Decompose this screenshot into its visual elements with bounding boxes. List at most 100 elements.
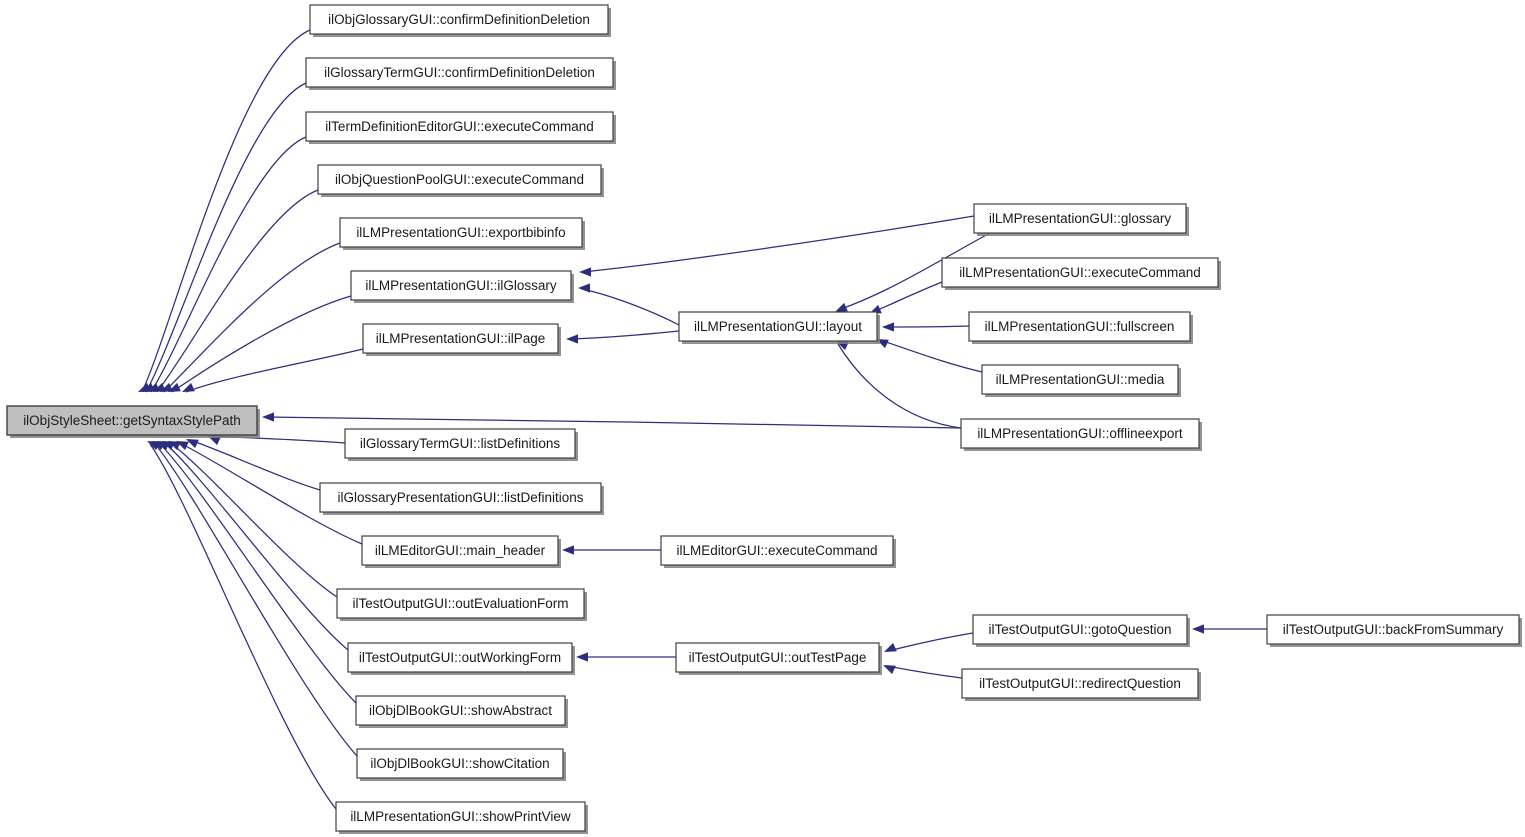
graph-node[interactable]: ilLMPresentationGUI::exportbibinfo: [339, 217, 585, 250]
edge-line: [582, 215, 975, 273]
node-box[interactable]: [961, 668, 1199, 699]
node-box[interactable]: [356, 748, 564, 779]
node-box[interactable]: [361, 535, 559, 566]
node-label: ilLMPresentationGUI::offlineexport: [977, 426, 1183, 441]
node-box[interactable]: [678, 311, 878, 342]
graph-node[interactable]: ilObjDlBookGUI::showAbstract: [355, 695, 568, 728]
node-box[interactable]: [362, 323, 559, 354]
edge-arrowhead: [562, 545, 574, 555]
edge-line: [837, 232, 991, 311]
node-box[interactable]: [981, 364, 1179, 395]
node-label: ilLMPresentationGUI::ilGlossary: [365, 278, 557, 293]
graph-edge: [262, 412, 962, 429]
node-box[interactable]: [660, 535, 894, 566]
edge-line: [872, 281, 943, 313]
graph-node[interactable]: ilTestOutputGUI::outTestPage: [675, 642, 882, 675]
graph-edge: [566, 330, 680, 344]
node-box[interactable]: [960, 418, 1200, 449]
edge-arrowhead: [576, 652, 588, 662]
node-box[interactable]: [350, 270, 572, 301]
graph-edge: [182, 348, 364, 393]
edge-line: [171, 443, 338, 598]
edge-line: [171, 295, 352, 393]
node-box[interactable]: [335, 801, 586, 832]
graph-node[interactable]: ilObjGlossaryGUI::confirmDefinitionDelet…: [309, 4, 611, 37]
node-box-current[interactable]: [6, 405, 258, 436]
node-box[interactable]: [319, 482, 602, 513]
graph-node[interactable]: ilLMEditorGUI::main_header: [361, 535, 561, 568]
graph-node[interactable]: ilLMPresentationGUI::executeCommand: [941, 257, 1221, 290]
graph-edge: [883, 665, 963, 679]
node-label: ilLMPresentationGUI::ilPage: [376, 331, 546, 346]
graph-node[interactable]: ilObjStyleSheet::getSyntaxStylePath: [6, 405, 260, 438]
graph-node[interactable]: ilTestOutputGUI::redirectQuestion: [961, 668, 1201, 701]
graph-edge: [576, 652, 676, 662]
graph-edge: [836, 341, 962, 429]
graph-node[interactable]: ilLMPresentationGUI::layout: [678, 311, 880, 344]
graph-node[interactable]: ilTestOutputGUI::backFromSummary: [1266, 614, 1522, 647]
graph-node[interactable]: ilTestOutputGUI::outEvaluationForm: [336, 588, 587, 621]
graph-edge: [138, 29, 311, 393]
graph-node[interactable]: ilLMPresentationGUI::showPrintView: [335, 801, 588, 834]
graph-node[interactable]: ilLMEditorGUI::executeCommand: [660, 535, 896, 568]
node-box[interactable]: [347, 642, 573, 673]
graph-node[interactable]: ilObjDlBookGUI::showCitation: [356, 748, 566, 781]
edge-arrowhead: [262, 412, 274, 422]
graph-node[interactable]: ilGlossaryTermGUI::confirmDefinitionDele…: [305, 57, 616, 90]
node-label: ilTestOutputGUI::outTestPage: [689, 650, 867, 665]
node-box[interactable]: [968, 311, 1191, 342]
graph-node[interactable]: ilLMPresentationGUI::media: [981, 364, 1181, 397]
node-label: ilLMPresentationGUI::executeCommand: [959, 265, 1201, 280]
node-box[interactable]: [317, 164, 602, 195]
edge-arrowhead: [882, 322, 894, 332]
graph-node[interactable]: ilLMPresentationGUI::offlineexport: [960, 418, 1202, 451]
edge-arrowhead: [884, 642, 897, 652]
graph-node[interactable]: ilLMPresentationGUI::ilPage: [362, 323, 561, 356]
edge-line: [185, 348, 364, 393]
graph-edge: [153, 189, 319, 393]
edge-line: [581, 288, 680, 326]
edge-line: [189, 439, 321, 491]
graph-node[interactable]: ilGlossaryTermGUI::listDefinitions: [344, 428, 578, 461]
edge-arrowhead: [835, 302, 848, 312]
node-label: ilLMPresentationGUI::showPrintView: [350, 809, 571, 824]
node-box[interactable]: [675, 642, 880, 673]
node-box[interactable]: [941, 257, 1219, 288]
node-box[interactable]: [336, 588, 585, 619]
graph-node[interactable]: ilTestOutputGUI::outWorkingForm: [347, 642, 575, 675]
graph-edge: [869, 281, 943, 314]
node-box[interactable]: [972, 614, 1188, 645]
graph-edge: [147, 441, 337, 810]
graph-node[interactable]: ilTermDefinitionEditorGUI::executeComman…: [305, 111, 616, 144]
edge-arrowhead: [182, 382, 195, 392]
edge-line: [569, 330, 680, 340]
edge-line: [886, 665, 963, 679]
edge-arrowhead: [579, 267, 591, 277]
edge-line: [156, 189, 319, 393]
node-box[interactable]: [305, 57, 614, 88]
edges-layer: [138, 29, 1267, 810]
graph-node[interactable]: ilLMPresentationGUI::ilGlossary: [350, 270, 574, 303]
node-box[interactable]: [1266, 614, 1520, 645]
node-label: ilTestOutputGUI::backFromSummary: [1283, 622, 1504, 637]
node-box[interactable]: [344, 428, 576, 459]
graph-node[interactable]: ilLMPresentationGUI::glossary: [973, 203, 1189, 236]
graph-node[interactable]: ilTestOutputGUI::gotoQuestion: [972, 614, 1190, 647]
node-label: ilTestOutputGUI::gotoQuestion: [988, 622, 1171, 637]
node-label: ilObjDlBookGUI::showCitation: [370, 756, 549, 771]
node-box[interactable]: [973, 203, 1187, 234]
edge-line: [150, 136, 307, 393]
edge-line: [163, 242, 341, 393]
node-label: ilLMEditorGUI::executeCommand: [676, 543, 877, 558]
node-box[interactable]: [309, 4, 609, 35]
graph-node[interactable]: ilObjQuestionPoolGUI::executeCommand: [317, 164, 604, 197]
graph-node[interactable]: ilGlossaryPresentationGUI::listDefinitio…: [319, 482, 604, 515]
graph-node[interactable]: ilLMPresentationGUI::fullscreen: [968, 311, 1193, 344]
node-label: ilTestOutputGUI::outWorkingForm: [359, 650, 561, 665]
edge-line: [149, 443, 337, 810]
graph-edge: [168, 295, 352, 393]
node-box[interactable]: [355, 695, 566, 726]
node-box[interactable]: [305, 111, 614, 142]
node-box[interactable]: [339, 217, 583, 248]
graph-edge: [876, 339, 983, 373]
